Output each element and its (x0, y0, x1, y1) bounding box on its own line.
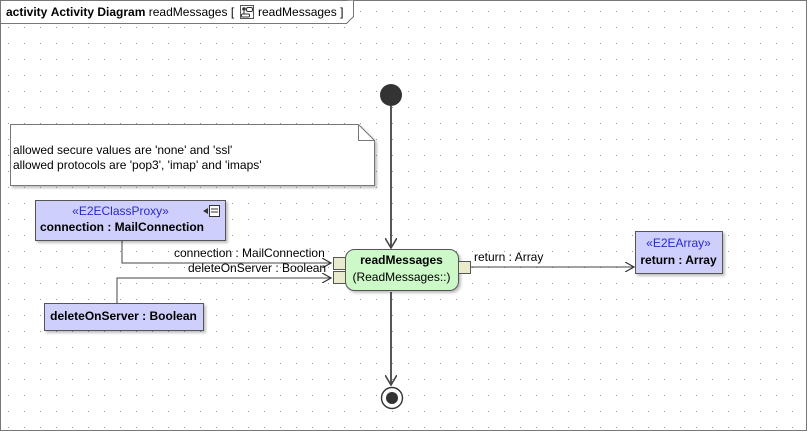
pin-return[interactable] (458, 261, 471, 274)
pin-connection[interactable] (333, 257, 346, 270)
frame-name: readMessages (148, 5, 228, 19)
pin-delete-on-server-label: deleteOnServer : Boolean (188, 261, 327, 275)
frame-diagram-type: Activity Diagram (50, 5, 146, 19)
frame-keyword: activity (6, 5, 48, 19)
pin-connection-label: connection : MailConnection (174, 246, 325, 260)
action-name: readMessages (360, 253, 443, 267)
frame-bracket-close: ] (340, 5, 344, 19)
activity-diagram-icon (240, 5, 254, 19)
connection-stereotype: «E2EClassProxy» (72, 204, 169, 218)
initial-node[interactable] (380, 84, 402, 106)
pin-return-label: return : Array (474, 250, 544, 264)
connection-node-label: connection : MailConnection (40, 220, 204, 234)
frame-title: activity Activity Diagram readMessages [ (6, 5, 234, 19)
note-line-1: allowed secure values are 'none' and 'ss… (13, 143, 233, 157)
frame-bracket-open: [ (230, 5, 235, 19)
object-flow-connection[interactable] (121, 241, 331, 263)
return-node-label: return : Array (640, 253, 717, 267)
return-object-node[interactable] (635, 231, 723, 274)
frame-bracket-label: readMessages ] (258, 5, 343, 19)
note-fold (358, 124, 375, 141)
action-behavior: (ReadMessages::) (352, 270, 451, 284)
return-stereotype: «E2EArray» (646, 236, 711, 250)
object-flow-delete-on-server[interactable] (116, 278, 331, 303)
delete-on-server-node-label: deleteOnServer : Boolean (50, 309, 197, 323)
delete-on-server-object-node[interactable] (44, 303, 204, 331)
pin-delete-on-server[interactable] (333, 271, 346, 284)
note-box[interactable] (10, 124, 375, 186)
note-line-2: allowed protocols are 'pop3', 'imap' and… (13, 158, 262, 172)
connection-object-node[interactable] (35, 200, 226, 241)
activity-final-inner (386, 392, 398, 404)
class-proxy-icon (203, 205, 220, 217)
frame-bracket-name: readMessages (258, 5, 337, 19)
